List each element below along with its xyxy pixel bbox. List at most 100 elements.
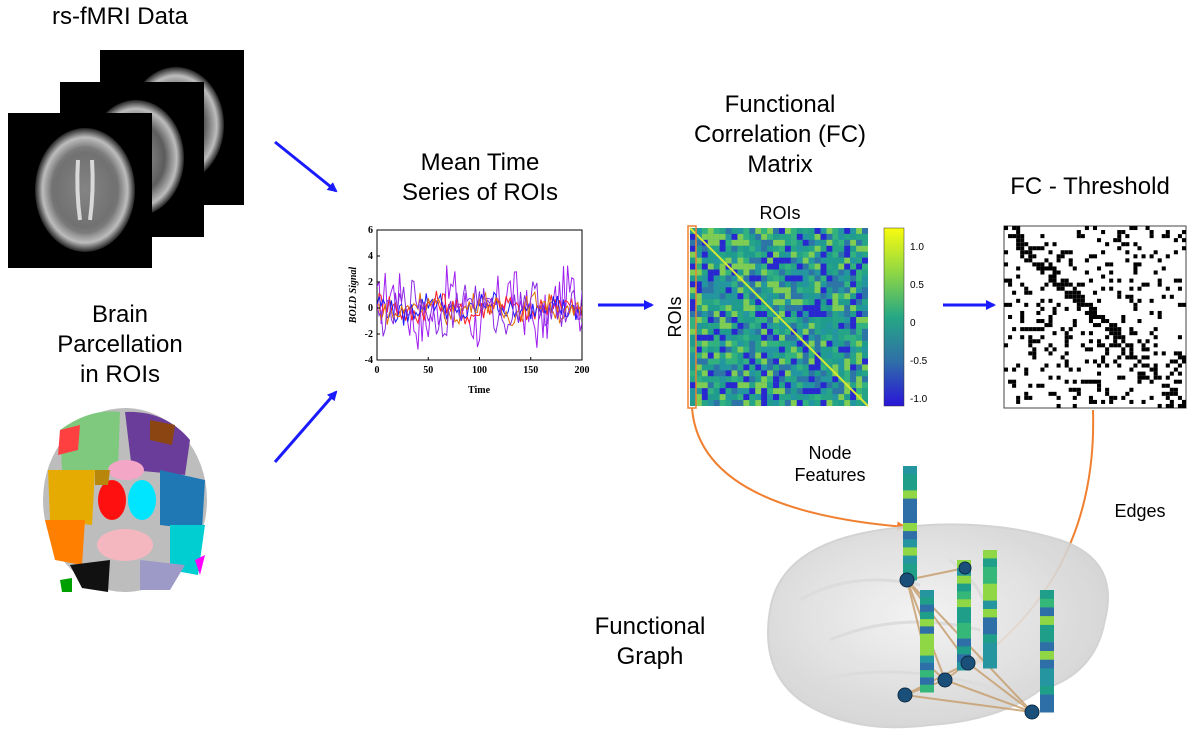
- threshold-cell: [1020, 327, 1025, 332]
- threshold-cell: [1173, 391, 1178, 396]
- fc-cell: [850, 358, 857, 365]
- feature-bar-segment: [903, 482, 917, 491]
- x-tick-label: 0: [375, 365, 380, 376]
- fc-cell: [796, 257, 803, 264]
- fc-cell: [838, 281, 845, 288]
- fc-cell: [719, 364, 726, 371]
- fc-cell: [790, 388, 797, 395]
- threshold-cell: [1072, 395, 1077, 400]
- threshold-cell: [1177, 286, 1182, 291]
- fc-cell: [749, 239, 756, 246]
- fc-cell: [701, 382, 708, 389]
- graph-node: [937, 672, 953, 688]
- fc-cell: [695, 364, 702, 371]
- threshold-cell: [1032, 262, 1037, 267]
- threshold-cell: [1117, 327, 1122, 332]
- fc-cell: [779, 275, 785, 282]
- fc-cell: [832, 269, 839, 276]
- fc-cell: [850, 305, 857, 312]
- parcellation-atlas: [43, 408, 207, 592]
- fc-cell: [796, 305, 803, 312]
- fc-cell: [767, 233, 774, 240]
- threshold-cell: [1129, 367, 1134, 372]
- fc-cell: [737, 239, 744, 246]
- fc-cell: [820, 311, 827, 317]
- fc-cell: [826, 376, 833, 383]
- fc-cell: [719, 281, 726, 288]
- fc-cell: [808, 370, 815, 377]
- fc-cell: [761, 257, 768, 264]
- fc-cell: [850, 394, 857, 401]
- threshold-cell: [1125, 355, 1130, 360]
- fc-cell: [713, 334, 720, 341]
- fc-cell: [731, 394, 738, 401]
- threshold-cell: [1101, 355, 1106, 360]
- threshold-cell: [1052, 278, 1057, 283]
- threshold-cell: [1040, 367, 1045, 372]
- fc-cell: [713, 394, 720, 401]
- fc-cell: [743, 228, 750, 234]
- fc-cell: [784, 275, 791, 282]
- functional-graph: [767, 466, 1109, 729]
- fc-cell: [802, 281, 809, 288]
- y-tick-label: 0: [368, 303, 373, 314]
- threshold-cell: [1181, 230, 1186, 235]
- fc-cell: [784, 293, 791, 300]
- threshold-cell: [1084, 270, 1089, 275]
- fc-cell: [862, 239, 868, 246]
- fc-cell: [695, 228, 702, 234]
- fc-cell: [820, 322, 827, 329]
- fc-cell: [690, 281, 696, 288]
- fc-cell: [761, 317, 768, 323]
- threshold-cell: [1068, 262, 1073, 267]
- fc-cell: [767, 257, 774, 264]
- fc-cell: [790, 311, 797, 317]
- fc-cell: [832, 340, 839, 347]
- threshold-cell: [1165, 230, 1170, 235]
- threshold-cell: [1064, 278, 1069, 283]
- fc-cell: [755, 263, 762, 270]
- fc-cell: [832, 346, 839, 353]
- fc-cell: [850, 334, 857, 341]
- fc-cell: [779, 364, 785, 371]
- fc-cell: [743, 382, 750, 389]
- threshold-cell: [1137, 375, 1142, 380]
- fc-cell: [796, 311, 803, 317]
- threshold-cell: [1101, 314, 1106, 320]
- fc-cell: [767, 382, 774, 389]
- threshold-cell: [1088, 399, 1093, 404]
- threshold-cell: [1012, 234, 1017, 239]
- fc-cell: [856, 239, 863, 246]
- fc-cell: [701, 322, 708, 329]
- fc-cell: [802, 334, 809, 341]
- fc-cell: [701, 281, 708, 288]
- fc-cell: [844, 352, 851, 359]
- series-line: [377, 290, 582, 325]
- node-features-link: [691, 407, 907, 532]
- fc-cell: [862, 382, 868, 389]
- threshold-cell: [1092, 359, 1098, 364]
- fc-cell: [808, 275, 815, 282]
- fc-cell: [707, 299, 714, 306]
- threshold-cell: [1040, 306, 1045, 311]
- fc-cell: [856, 352, 863, 359]
- threshold-cell: [1113, 238, 1118, 243]
- threshold-cell: [1080, 331, 1085, 336]
- fc-cell: [838, 263, 845, 270]
- fc-cell: [713, 388, 720, 395]
- fc-cell: [832, 376, 839, 383]
- fc-cell: [784, 257, 791, 264]
- threshold-cell: [1133, 363, 1138, 368]
- threshold-cell: [1161, 234, 1166, 239]
- fc-cell: [790, 364, 797, 371]
- fc-cell: [862, 370, 868, 377]
- fc-cell: [808, 334, 815, 341]
- fc-cell: [761, 251, 768, 258]
- fc-cell: [784, 311, 791, 317]
- threshold-cell: [1161, 391, 1166, 396]
- fc-cell: [731, 263, 738, 270]
- fc-cell: [761, 340, 768, 347]
- threshold-cell: [1117, 335, 1122, 340]
- threshold-cell: [1088, 314, 1093, 320]
